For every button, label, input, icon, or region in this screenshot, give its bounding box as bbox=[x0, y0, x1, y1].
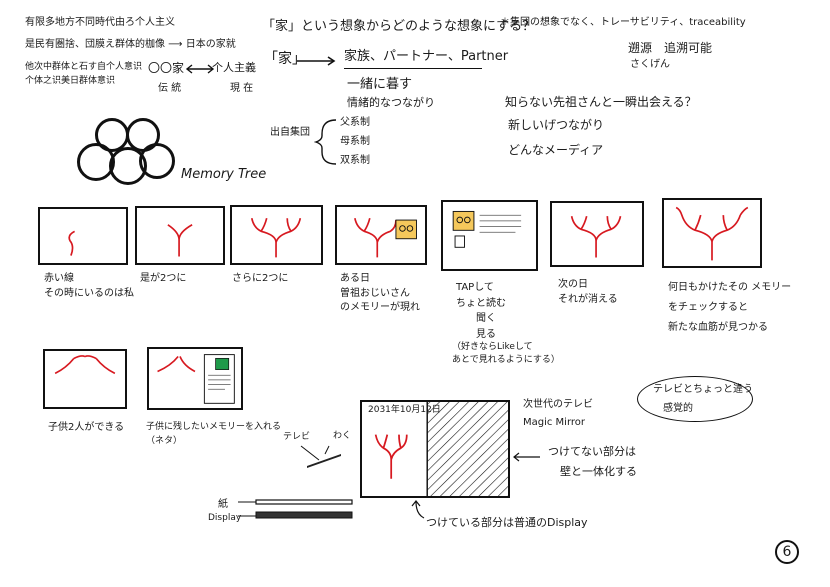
device-note-2: 壁と一体化する bbox=[560, 465, 637, 478]
panel-7 bbox=[662, 198, 762, 268]
magic-mirror-device bbox=[360, 400, 510, 498]
scale-bottom-right: 現 在 bbox=[230, 83, 254, 94]
device-date: 2031年10月12日 bbox=[368, 405, 441, 415]
kinship-item: 母系制 bbox=[340, 136, 370, 147]
scale-right-label: 个人主義 bbox=[212, 61, 256, 74]
scale-bottom-left: 伝 統 bbox=[158, 83, 182, 94]
device-bottom-note: つけている部分は普通のDisplay bbox=[426, 516, 588, 529]
panel-4 bbox=[335, 205, 427, 265]
bullet-2: 新しいげつながり bbox=[508, 118, 605, 132]
panel-1-caption: 赤い線 その時にいるのは私 bbox=[44, 273, 134, 299]
panel-2 bbox=[135, 206, 225, 265]
panel-3 bbox=[230, 205, 323, 265]
memory-tree-title: Memory Tree bbox=[181, 167, 267, 182]
frame-label: わく bbox=[333, 431, 352, 441]
panel-6 bbox=[550, 201, 644, 267]
arrow-up-icon bbox=[411, 500, 425, 519]
kinship-item: 父系制 bbox=[340, 117, 370, 128]
underline bbox=[344, 68, 482, 69]
arrow-left-icon bbox=[513, 452, 540, 462]
panel-4-caption: ある日 曽祖おじいさん のメモリーが現れ bbox=[340, 273, 420, 313]
kinship-item: 双系制 bbox=[340, 155, 370, 166]
ie-result: 家族、パートナー、Partner bbox=[344, 49, 509, 64]
paper-label: 紙 bbox=[218, 499, 228, 510]
note-line-4: 个体之识美日群体意识 bbox=[25, 76, 116, 86]
arrow-right-icon bbox=[297, 56, 336, 66]
panel-8 bbox=[43, 349, 127, 409]
display-label: Display bbox=[208, 513, 242, 523]
panel-9-caption: 子供に残したいメモリーを入れる （ネタ） bbox=[146, 422, 282, 446]
panel-6-caption: 次の日 それが消える bbox=[558, 279, 618, 305]
ie-label: 「家」 bbox=[264, 51, 306, 67]
note-line-3: 他次中群体と石す自个人意识 bbox=[25, 62, 143, 72]
comment-bubble bbox=[637, 376, 753, 422]
note-line-2: 是民有圏捨、団膜え群体的枷像 ⟶ 日本の家就 bbox=[25, 39, 236, 50]
traceability-note-3: さくげん bbox=[630, 59, 670, 70]
device-title-2: Magic Mirror bbox=[523, 417, 586, 428]
bubble-text-1: テレビとちょっと違う bbox=[653, 384, 753, 395]
bullet-1: 知らない先祖さんと一瞬出会える？ bbox=[505, 95, 697, 109]
panel-3-caption: さらに2つに bbox=[232, 273, 289, 284]
traceability-note-2: 遡源 追溯可能 bbox=[628, 41, 713, 55]
traceability-note: ＊集団の想象でなく、トレーサビリティ、traceability bbox=[500, 17, 746, 28]
display-side-sketch bbox=[238, 499, 353, 519]
double-arrow-icon bbox=[185, 64, 215, 74]
panel-5 bbox=[441, 200, 538, 271]
circle-sketch bbox=[139, 143, 175, 179]
panel-8-caption: 子供2人ができる bbox=[48, 422, 125, 433]
bubble-text-2: 感覚的 bbox=[663, 403, 693, 414]
panel-2-caption: 是が2つに bbox=[140, 273, 187, 284]
panel-5-caption: TAPして ちょと読む 聞く 見る bbox=[456, 282, 506, 340]
page-number: 6 bbox=[775, 540, 799, 564]
bullet-3: どんなメーディア bbox=[508, 143, 604, 157]
kinship-root: 出自集団 bbox=[270, 127, 310, 138]
like-note: （好きならLikeして あとで見れるようにする） bbox=[452, 342, 560, 366]
ie-sub1: 一緒に暮す bbox=[347, 77, 413, 92]
panel-9 bbox=[147, 347, 243, 410]
tv-side-sketch bbox=[300, 445, 341, 468]
panel-1 bbox=[38, 207, 128, 265]
tv-label: テレビ bbox=[283, 432, 311, 442]
brace-icon bbox=[314, 119, 337, 165]
panel-7-caption: 何日もかけたその メモリー をチェックすると 新たな血筋が見つかる bbox=[668, 282, 792, 333]
note-line-1: 有限多地方不同時代由ろ个人主义 bbox=[25, 17, 175, 28]
device-title-1: 次世代のテレビ bbox=[523, 399, 593, 410]
device-note-1: つけてない部分は bbox=[548, 445, 636, 458]
scale-left-label: 〇〇家 bbox=[148, 61, 185, 75]
ie-sub2: 情緒的なつながり bbox=[347, 96, 435, 109]
question-text: 「家」という想象からどのような想象にする？ bbox=[262, 19, 536, 34]
